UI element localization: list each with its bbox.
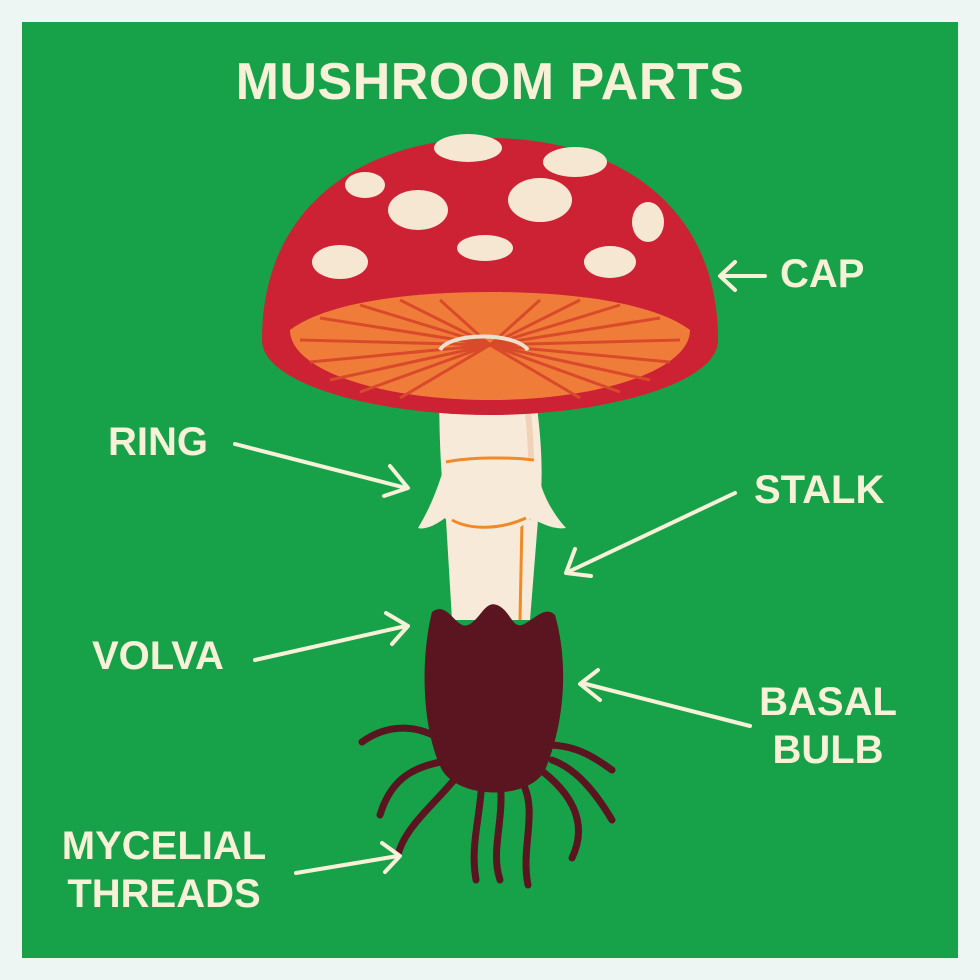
page-title: MUSHROOM PARTS	[235, 53, 745, 111]
volva-label: VOLVA	[92, 634, 224, 678]
mycelial-threads-label: MYCELIAL THREADS	[44, 822, 284, 918]
basal-bulb-label: BASAL BULB	[740, 678, 916, 774]
volva-shape	[424, 604, 564, 793]
mycelial-threads-label-line-2: THREADS	[67, 872, 261, 916]
stalk-label: STALK	[754, 468, 885, 512]
mycelial-threads	[358, 724, 616, 889]
basal-bulb-label-line-2: BULB	[772, 728, 884, 772]
mycelial-threads-label-line-1: MYCELIAL	[61, 824, 267, 868]
stalk-arrow	[564, 491, 737, 578]
ring-shape	[418, 455, 566, 533]
cap-arrow	[718, 260, 767, 292]
cap-shape	[262, 134, 718, 415]
ring-arrow	[233, 442, 410, 498]
basal-bulb-label-line-1: BASAL	[759, 680, 897, 724]
basal-bulb-arrow	[578, 668, 752, 728]
ring-label: RING	[108, 420, 208, 464]
cap-label: CAP	[780, 252, 865, 296]
volva-arrow	[253, 611, 410, 662]
mycelial-threads-arrow	[294, 841, 402, 875]
